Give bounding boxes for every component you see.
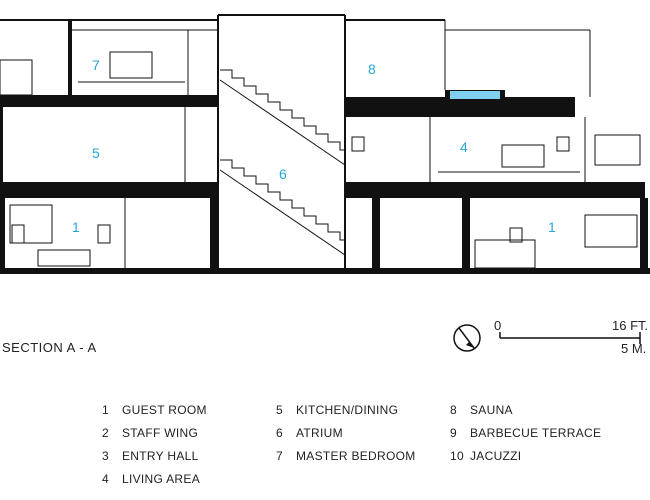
legend-number: 2 <box>102 426 109 440</box>
room-label-1-left: 1 <box>72 219 80 235</box>
room-label-7: 7 <box>92 57 100 73</box>
room-label-5: 5 <box>92 145 100 161</box>
room-label-8: 8 <box>368 61 376 77</box>
room-label-1-right: 1 <box>548 219 556 235</box>
legend-number: 6 <box>276 426 283 440</box>
legend-label: BARBECUE TERRACE <box>470 426 602 440</box>
legend-number: 3 <box>102 449 109 463</box>
legend-item: 10 JACUZZI <box>450 447 601 470</box>
left-block <box>0 19 218 268</box>
legend-item: 6 ATRIUM <box>276 424 416 447</box>
atrium <box>217 14 346 268</box>
scale-bar: 0 16 FT. 5 M. <box>494 318 648 356</box>
legend-item: 1 GUEST ROOM <box>102 401 207 424</box>
legend-number: 10 <box>450 449 464 463</box>
legend-label: KITCHEN/DINING <box>296 403 399 417</box>
legend-label: ENTRY HALL <box>122 449 199 463</box>
ground-slab <box>0 268 650 274</box>
legend-number: 8 <box>450 403 457 417</box>
legend-item: 7 MASTER BEDROOM <box>276 447 416 470</box>
legend-column-2: 5 KITCHEN/DINING 6 ATRIUM 7 MASTER BEDROOM <box>276 401 416 470</box>
scale-start-label: 0 <box>494 318 501 333</box>
legend-label: STAFF WING <box>122 426 199 440</box>
legend-number: 4 <box>102 472 109 486</box>
legend-label: GUEST ROOM <box>122 403 207 417</box>
right-block <box>345 19 648 269</box>
legend-label: LIVING AREA <box>122 472 200 486</box>
legend-item: 9 BARBECUE TERRACE <box>450 424 601 447</box>
legend-item: 8 SAUNA <box>450 401 601 424</box>
legend-label: ATRIUM <box>296 426 343 440</box>
legend-number: 5 <box>276 403 283 417</box>
legend-item: 4 LIVING AREA <box>102 470 207 493</box>
legend-number: 9 <box>450 426 457 440</box>
scale-end-ft-label: 16 FT. <box>612 318 648 333</box>
legend-number: 1 <box>102 403 109 417</box>
legend-number: 7 <box>276 449 283 463</box>
room-label-4: 4 <box>460 139 468 155</box>
legend-label: JACUZZI <box>470 449 522 463</box>
room-label-6: 6 <box>279 166 287 182</box>
scale-end-m-label: 5 M. <box>621 341 646 356</box>
legend-item: 3 ENTRY HALL <box>102 447 207 470</box>
legend-column-1: 1 GUEST ROOM 2 STAFF WING 3 ENTRY HALL 4 LIV… <box>102 401 207 493</box>
legend-item: 5 KITCHEN/DINING <box>276 401 416 424</box>
legend-column-3: 8 SAUNA 9 BARBECUE TERRACE 10 JACUZZI <box>450 401 601 470</box>
section-title: SECTION A - A <box>2 340 97 355</box>
legend-item: 2 STAFF WING <box>102 424 207 447</box>
north-arrow-icon <box>453 324 481 352</box>
legend-label: SAUNA <box>470 403 513 417</box>
legend-label: MASTER BEDROOM <box>296 449 416 463</box>
jacuzzi-water <box>450 91 500 99</box>
